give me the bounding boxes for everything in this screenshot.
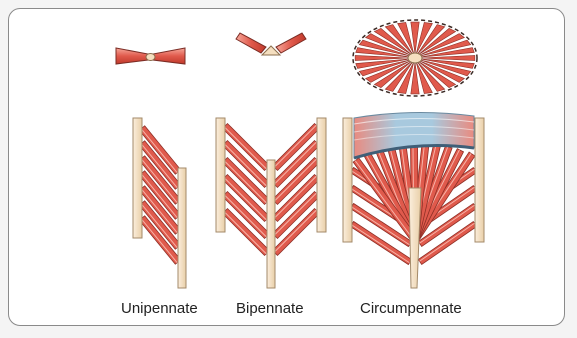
label-bipennate: Bipennate <box>236 300 304 317</box>
bipennate-muscle <box>216 118 326 288</box>
circumpennate-muscle <box>343 112 484 288</box>
unipennate-top-schematic <box>116 48 185 64</box>
circumpennate-top-schematic <box>353 20 477 96</box>
unipennate-muscle <box>133 118 186 288</box>
circumpennate-central-tendon <box>408 53 422 63</box>
label-unipennate: Unipennate <box>121 300 198 317</box>
circumpennate-fiber-side-left-highlight <box>352 225 410 263</box>
bipennate-top-schematic <box>236 33 306 55</box>
label-circumpennate: Circumpennate <box>360 300 462 317</box>
